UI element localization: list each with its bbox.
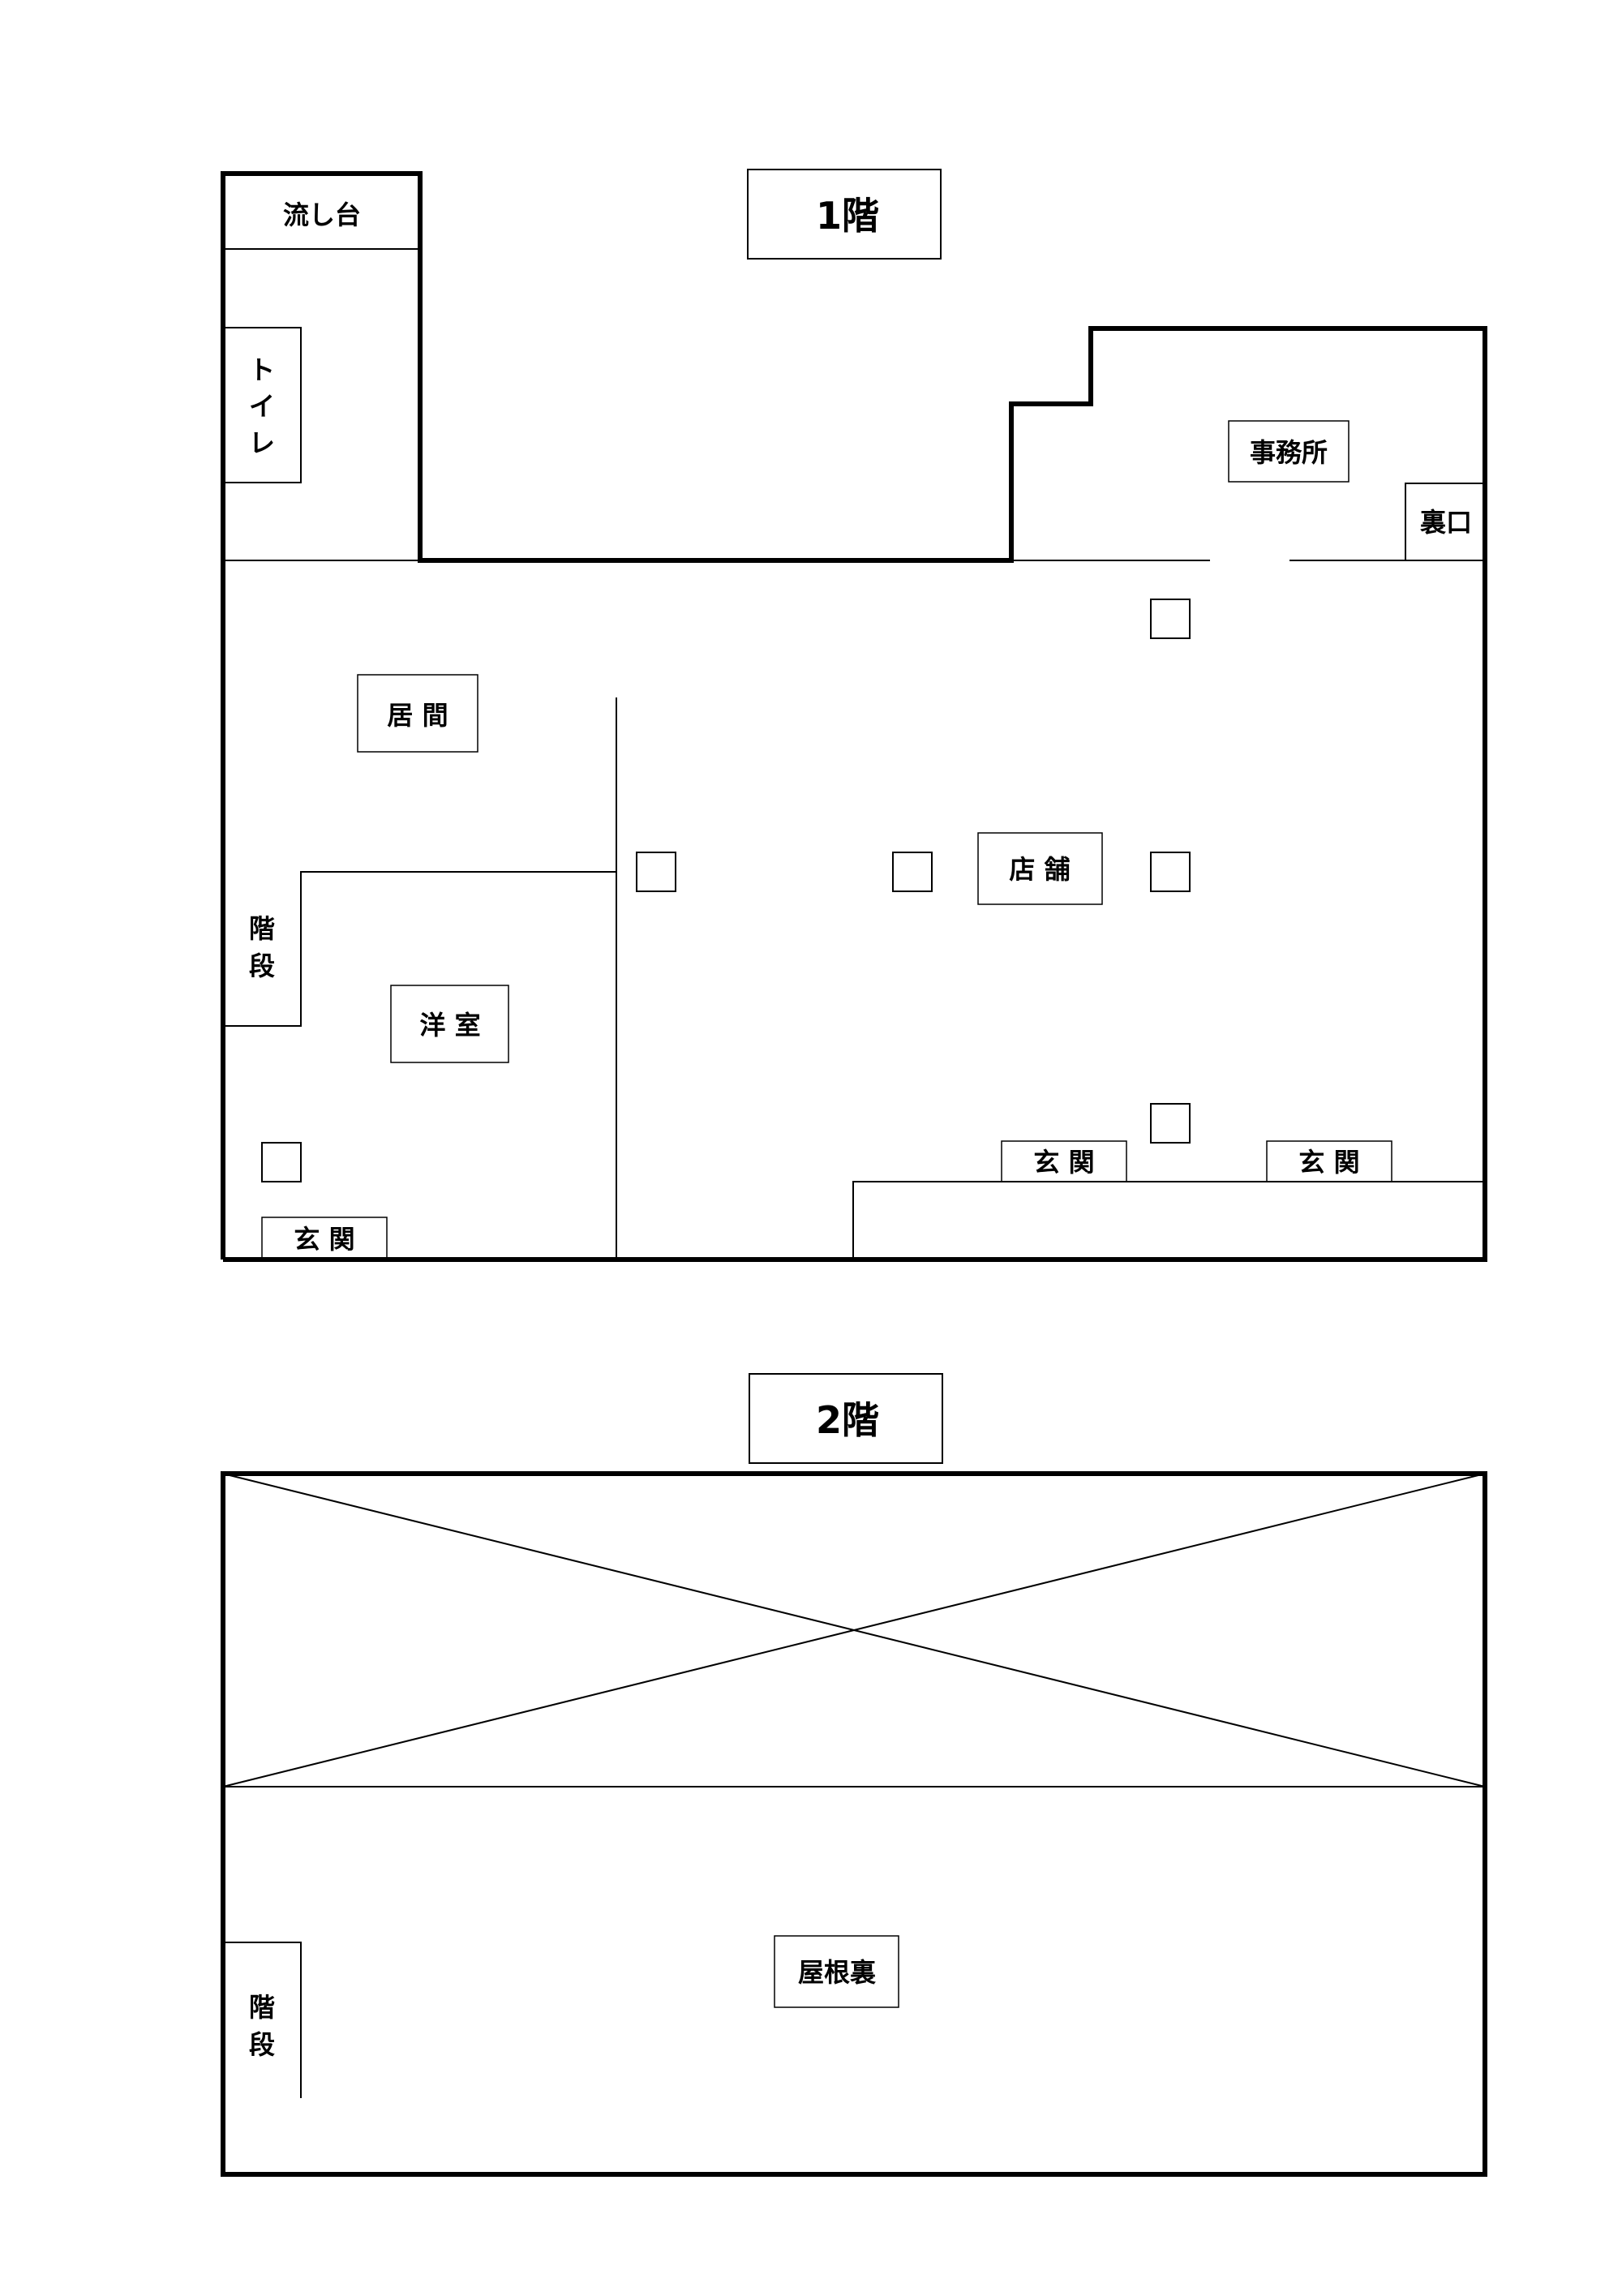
living-label: 居 間 <box>387 700 448 731</box>
attic-label: 屋根裏 <box>798 1957 877 1988</box>
entrance-step <box>852 1181 1485 1260</box>
floor2-title: 2階 <box>816 1398 879 1442</box>
office-label: 事務所 <box>1250 437 1328 468</box>
entrance-label-left: 玄 関 <box>294 1224 354 1255</box>
toilet-label-1: ト <box>249 354 275 385</box>
pillar <box>636 852 676 892</box>
floor2-stairs-wall <box>223 1942 302 2098</box>
floor2-plan <box>221 1373 1487 2177</box>
pillar <box>1150 1103 1191 1144</box>
floor2-title-box <box>749 1373 943 1464</box>
no-floor-cross-b <box>222 1473 1486 1787</box>
store-label: 店 舗 <box>1009 854 1070 885</box>
toilet-box <box>222 327 302 483</box>
attic-label-box <box>774 1935 899 2008</box>
entrance-label-mid: 玄 関 <box>1033 1147 1094 1178</box>
western-label-box <box>390 985 509 1063</box>
floor1-plan <box>221 169 1487 1262</box>
office-label-box <box>1228 420 1350 483</box>
pillar <box>1150 599 1191 639</box>
store-label-box <box>977 832 1103 905</box>
western-room-label: 洋 室 <box>419 1010 480 1041</box>
pillar <box>261 1142 302 1182</box>
floor1-outer-wall <box>221 171 1487 1262</box>
entrance-box-left <box>261 1217 388 1260</box>
toilet-label-3: レ <box>249 427 275 458</box>
pillar <box>1150 852 1191 892</box>
back-entrance-box <box>1405 483 1486 561</box>
stairs-label-1: 階 <box>249 913 275 944</box>
living-label-box <box>357 674 478 753</box>
stairs-wall <box>223 871 616 1027</box>
stairs-label-2: 段 <box>249 951 275 981</box>
back-entrance-label: 裏口 <box>1420 507 1472 538</box>
toilet-label-2: イ <box>249 391 275 422</box>
floor1-title: 1階 <box>816 194 879 238</box>
floor2-stairs-label-1: 階 <box>249 1992 275 2023</box>
floor1-title-box <box>747 169 942 260</box>
sink-label: 流し台 <box>283 200 361 230</box>
entrance-label-right: 玄 関 <box>1298 1147 1359 1178</box>
floor2-outer-wall <box>221 1471 1487 2177</box>
pillar <box>892 852 933 892</box>
floor2-stairs-label-2: 段 <box>249 2029 275 2060</box>
entrance-box-mid <box>1001 1140 1127 1182</box>
entrance-box-right <box>1266 1140 1392 1182</box>
